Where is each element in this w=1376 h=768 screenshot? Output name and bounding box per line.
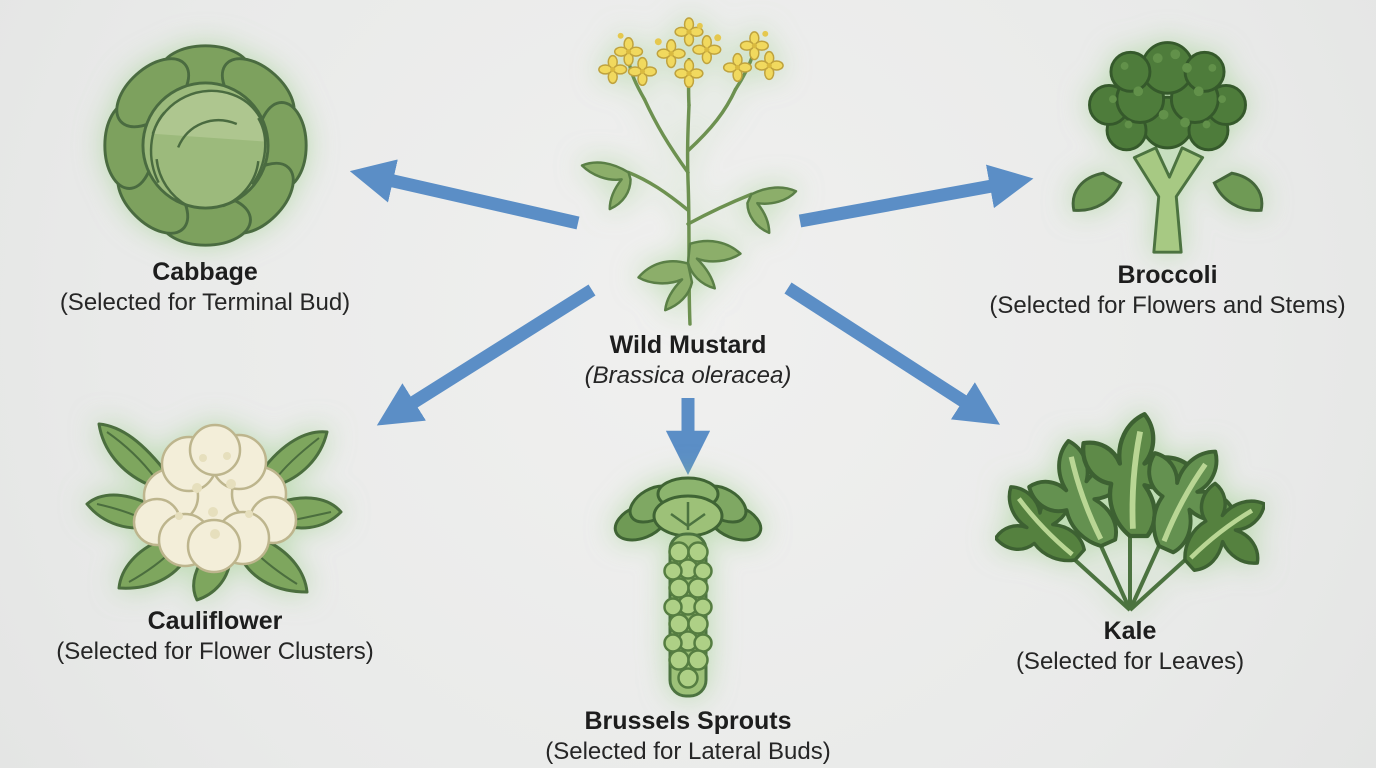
kale-caption: Kale (Selected for Leaves) [955, 617, 1305, 676]
cauliflower-illustration [85, 422, 343, 602]
kale-name: Kale [1103, 617, 1157, 645]
kale-illustration [995, 390, 1265, 612]
cabbage-name: Cabbage [152, 258, 258, 286]
cabbage-caption: Cabbage (Selected for Terminal Bud) [30, 258, 380, 317]
wild-mustard-latin-name: (Brassica oleracea) [584, 362, 792, 389]
kale-trait: (Selected for Leaves) [1015, 648, 1245, 675]
broccoli-caption: Broccoli (Selected for Flowers and Stems… [985, 261, 1350, 320]
brussels-sprouts-caption: Brussels Sprouts (Selected for Lateral B… [520, 707, 856, 766]
brussels-sprouts-trait: (Selected for Lateral Buds) [545, 738, 831, 765]
node-broccoli: Broccoli (Selected for Flowers and Stems… [985, 28, 1350, 320]
wild-mustard-caption: Wild Mustard (Brassica oleracea) [530, 331, 846, 390]
node-cauliflower: Cauliflower (Selected for Flower Cluster… [40, 392, 390, 666]
cabbage-trait: (Selected for Terminal Bud) [59, 289, 351, 316]
node-cabbage: Cabbage (Selected for Terminal Bud) [30, 38, 380, 317]
cauliflower-caption: Cauliflower (Selected for Flower Cluster… [40, 607, 390, 666]
node-kale: Kale (Selected for Leaves) [955, 390, 1305, 676]
broccoli-illustration [1071, 41, 1264, 254]
brussels-sprouts-illustration [613, 476, 763, 698]
wild-mustard-illustration [580, 17, 798, 326]
node-brussels-sprouts: Brussels Sprouts (Selected for Lateral B… [520, 476, 856, 766]
broccoli-name: Broccoli [1117, 261, 1218, 289]
wild-mustard-name: Wild Mustard [609, 331, 767, 359]
cauliflower-name: Cauliflower [147, 607, 283, 635]
cauliflower-trait: (Selected for Flower Clusters) [56, 638, 374, 665]
cabbage-illustration [102, 44, 308, 247]
broccoli-trait: (Selected for Flowers and Stems) [989, 292, 1346, 319]
mustard-flowers [598, 17, 784, 89]
brussels-sprouts-name: Brussels Sprouts [584, 707, 792, 735]
node-wild-mustard: Wild Mustard (Brassica oleracea) [530, 14, 846, 390]
